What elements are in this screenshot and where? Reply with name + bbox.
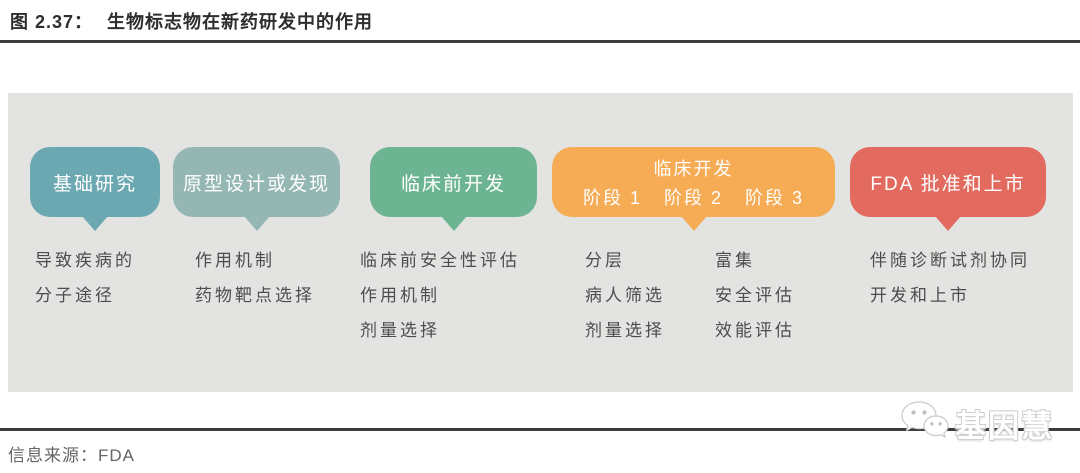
- list-item: 分层: [585, 251, 625, 270]
- list-item: 导致疾病的: [35, 251, 135, 270]
- wechat-icon: [899, 399, 949, 448]
- phase-label-2: 阶段 2: [663, 187, 723, 208]
- list-item: 药物靶点选择: [195, 286, 315, 305]
- list-item: 剂量选择: [585, 321, 665, 340]
- phase-label-3: 阶段 3: [745, 187, 805, 208]
- figure-header: 图 2.37： 生物标志物在新药研发中的作用: [10, 8, 373, 34]
- list-item: 开发和上市: [870, 286, 970, 305]
- list-item: 效能评估: [715, 321, 795, 340]
- brand-logo: 基因慧: [899, 399, 1054, 448]
- list-item: 富集: [715, 251, 755, 270]
- list-item: 作用机制: [360, 286, 440, 305]
- stage-bubble-preclinical: 临床前开发: [370, 147, 537, 217]
- brand-name: 基因慧: [955, 409, 1054, 444]
- list-item: 分子途径: [35, 286, 115, 305]
- list-item: 安全评估: [715, 286, 795, 305]
- list-item: 作用机制: [195, 251, 275, 270]
- stage-items-clinical-left: 分层 病人筛选 剂量选择: [585, 243, 665, 348]
- source-note: 信息来源：FDA: [8, 446, 135, 465]
- figure-label: 图 2.37：: [10, 12, 94, 32]
- phase-row: 阶段 1 阶段 2 阶段 3: [583, 184, 804, 210]
- stage-items-preclinical: 临床前安全性评估 作用机制 剂量选择: [360, 243, 520, 348]
- stage-bubble-fda-approval: FDA 批准和上市: [850, 147, 1046, 217]
- stage-label: 原型设计或发现: [182, 173, 330, 195]
- stage-items-prototype-design: 作用机制 药物靶点选择: [195, 243, 315, 313]
- diagram-panel: 基础研究 原型设计或发现 临床前开发 临床开发 阶段 1 阶段 2 阶段 3 F…: [8, 93, 1073, 392]
- stage-label: 临床前开发: [400, 173, 506, 195]
- list-item: 剂量选择: [360, 321, 440, 340]
- list-item: 临床前安全性评估: [360, 251, 520, 270]
- stage-items-clinical-right: 富集 安全评估 效能评估: [715, 243, 795, 348]
- figure-title: 生物标志物在新药研发中的作用: [107, 12, 374, 32]
- stage-bubble-clinical-development: 临床开发 阶段 1 阶段 2 阶段 3: [552, 147, 835, 217]
- list-item: 伴随诊断试剂协同: [870, 251, 1030, 270]
- stage-label: 临床开发: [653, 158, 734, 179]
- stage-items-basic-research: 导致疾病的 分子途径: [35, 243, 135, 313]
- stage-items-fda-approval: 伴随诊断试剂协同 开发和上市: [870, 243, 1030, 313]
- phase-label-1: 阶段 1: [582, 187, 642, 208]
- stage-label: FDA 批准和上市: [870, 173, 1026, 195]
- list-item: 病人筛选: [585, 286, 665, 305]
- title-divider: [0, 40, 1080, 43]
- stage-bubble-prototype-design: 原型设计或发现: [173, 147, 340, 217]
- stage-bubble-basic-research: 基础研究: [30, 147, 160, 217]
- footer-divider: [0, 428, 1080, 431]
- stage-label: 基础研究: [52, 173, 137, 195]
